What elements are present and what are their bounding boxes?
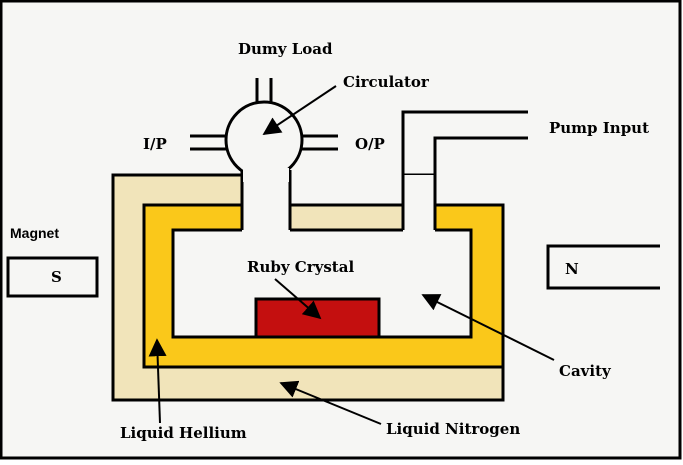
ruby-crystal-arrow [274,278,322,320]
pump-waveguide-outer [401,110,528,230]
magnet-south-pole [6,256,99,298]
ruby-crystal-label: Ruby Crystal [247,258,354,276]
circulator-arrow [262,85,337,135]
liquid-helium-arrow [148,338,167,424]
liquid-nitrogen-arrow [279,380,382,425]
ruby-crystal [254,297,381,339]
magnet-north-pole [546,244,660,290]
north-pole-label: N [565,260,579,278]
cavity-arrow [421,294,555,361]
input-port-label: I/P [143,135,167,153]
output-port-label: O/P [355,135,385,153]
dummy-load-label: Dumy Load [238,40,333,58]
cavity-label: Cavity [559,362,612,380]
cavity [173,175,471,337]
magnet-label: Magnet [10,225,59,241]
circulator [224,100,304,180]
liquid-helium-label: Liquid Hellium [120,424,247,442]
circulator-stem [243,168,289,182]
liquid-nitrogen-label: Liquid Nitrogen [386,420,520,438]
south-pole-label: S [51,268,62,286]
pump-waveguide-inner [433,136,528,230]
circulator-label: Circulator [343,73,430,91]
pump-input-label: Pump Input [549,119,649,137]
